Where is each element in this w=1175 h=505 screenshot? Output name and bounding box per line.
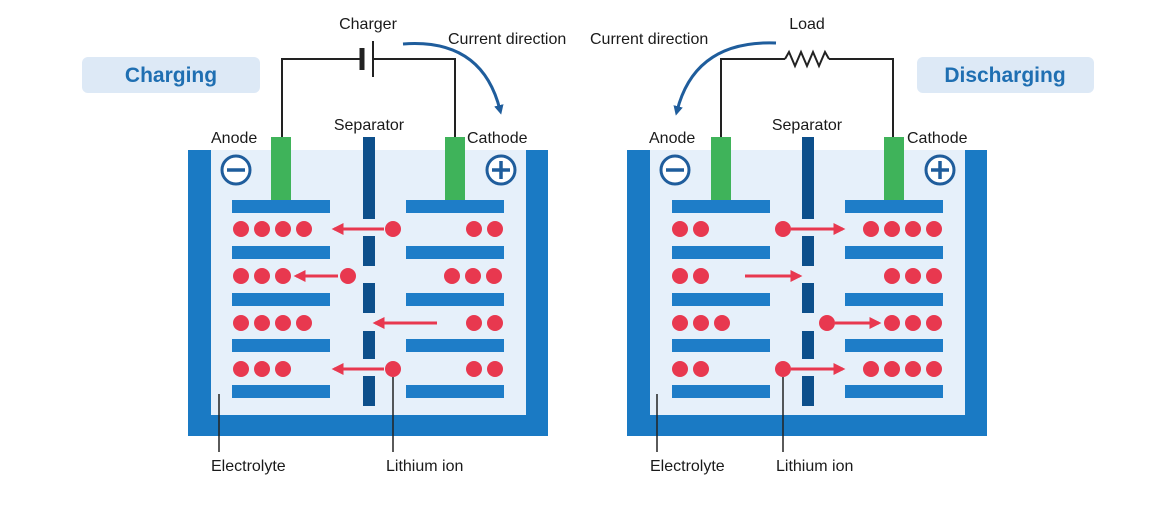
lithium-ion	[254, 221, 270, 237]
charging-anode-label: Anode	[211, 130, 257, 147]
charging-cathode-label: Cathode	[467, 130, 528, 147]
discharging-anode-plates	[672, 200, 770, 398]
migrating-lithium-ion	[340, 268, 356, 284]
discharging-electrolyte-label: Electrolyte	[650, 458, 725, 475]
lithium-ion	[926, 361, 942, 377]
charging-ion-label: Lithium ion	[386, 458, 463, 475]
lithium-ion	[672, 361, 688, 377]
lithium-ion	[905, 221, 921, 237]
lithium-ion	[486, 268, 502, 284]
charging-separator-label: Separator	[334, 117, 405, 134]
discharging-cathode-plates	[845, 200, 943, 398]
lithium-ion	[884, 315, 900, 331]
charger-wire-right	[374, 58, 456, 137]
charging-badge-label: Charging	[125, 64, 217, 87]
discharging-badge	[917, 57, 1094, 93]
lithium-ion	[275, 268, 291, 284]
lithium-ion	[233, 221, 249, 237]
lithium-ion	[296, 221, 312, 237]
charging-current-direction-label: Current direction	[448, 31, 566, 48]
lithium-ion	[466, 361, 482, 377]
discharging-badge-label: Discharging	[944, 64, 1065, 87]
lithium-ion	[926, 315, 942, 331]
charging-separator	[363, 137, 375, 406]
load-wire-right	[829, 58, 894, 137]
lithium-ion	[296, 315, 312, 331]
migrating-lithium-ion	[775, 361, 791, 377]
charging-ion-arrows	[293, 223, 437, 375]
lithium-ion	[884, 221, 900, 237]
lithium-ion	[275, 315, 291, 331]
lithium-ion	[275, 221, 291, 237]
minus-sign-icon	[659, 154, 691, 186]
migrating-lithium-ion	[819, 315, 835, 331]
charging-ions	[233, 221, 503, 377]
lithium-ion	[672, 315, 688, 331]
discharging-panel: Discharging Load Current direction Anode…	[590, 16, 1094, 475]
lithium-ion	[672, 221, 688, 237]
discharging-current-arrow	[673, 41, 777, 116]
lithium-ion	[693, 221, 709, 237]
discharging-separator	[802, 137, 814, 406]
lithium-ion	[254, 268, 270, 284]
lithium-ion	[905, 361, 921, 377]
charging-anode-plates	[232, 200, 330, 398]
charging-electrolyte-label: Electrolyte	[211, 458, 286, 475]
lithium-ion	[905, 315, 921, 331]
lithium-ion	[254, 361, 270, 377]
lithium-ion	[233, 315, 249, 331]
discharging-current-direction-label: Current direction	[590, 31, 708, 48]
discharging-ion-label: Lithium ion	[776, 458, 853, 475]
charger-wire	[281, 58, 360, 137]
lithium-ion	[466, 315, 482, 331]
discharging-ions	[672, 221, 942, 377]
lithium-ion	[905, 268, 921, 284]
migrating-lithium-ion	[385, 361, 401, 377]
lithium-ion	[693, 268, 709, 284]
discharging-anode-terminal	[711, 137, 731, 200]
load-resistor-icon	[784, 49, 830, 69]
charging-cathode-plates	[406, 200, 504, 398]
charging-cathode-terminal	[445, 137, 465, 200]
migrating-lithium-ion	[775, 221, 791, 237]
discharging-cathode-terminal	[884, 137, 904, 200]
lithium-ion	[714, 315, 730, 331]
load-label: Load	[789, 16, 825, 33]
lithium-ion	[254, 315, 270, 331]
lithium-ion	[487, 315, 503, 331]
lithium-ion	[465, 268, 481, 284]
lithium-ion	[693, 361, 709, 377]
discharging-ion-arrows	[745, 223, 882, 375]
lithium-ion	[233, 361, 249, 377]
lithium-ion	[233, 268, 249, 284]
plus-sign-icon	[485, 154, 517, 186]
minus-sign-icon	[220, 154, 252, 186]
lithium-ion	[884, 268, 900, 284]
charging-panel: Charging Charger Current direction Anode…	[82, 16, 566, 475]
discharging-separator-label: Separator	[772, 117, 843, 134]
charger-label: Charger	[339, 16, 397, 33]
discharging-cathode-label: Cathode	[907, 130, 968, 147]
load-wire	[720, 58, 785, 137]
plus-sign-icon	[924, 154, 956, 186]
charging-badge	[82, 57, 260, 93]
discharging-anode-label: Anode	[649, 130, 695, 147]
lithium-ion	[693, 315, 709, 331]
lithium-ion	[884, 361, 900, 377]
lithium-ion	[672, 268, 688, 284]
charging-anode-terminal	[271, 137, 291, 200]
lithium-ion	[863, 221, 879, 237]
lithium-ion	[487, 361, 503, 377]
charging-current-arrow	[402, 42, 504, 115]
lithium-ion	[926, 221, 942, 237]
lithium-ion	[444, 268, 460, 284]
lithium-ion	[275, 361, 291, 377]
lithium-ion	[487, 221, 503, 237]
lithium-ion	[863, 361, 879, 377]
lithium-ion	[926, 268, 942, 284]
lithium-ion	[466, 221, 482, 237]
migrating-lithium-ion	[385, 221, 401, 237]
